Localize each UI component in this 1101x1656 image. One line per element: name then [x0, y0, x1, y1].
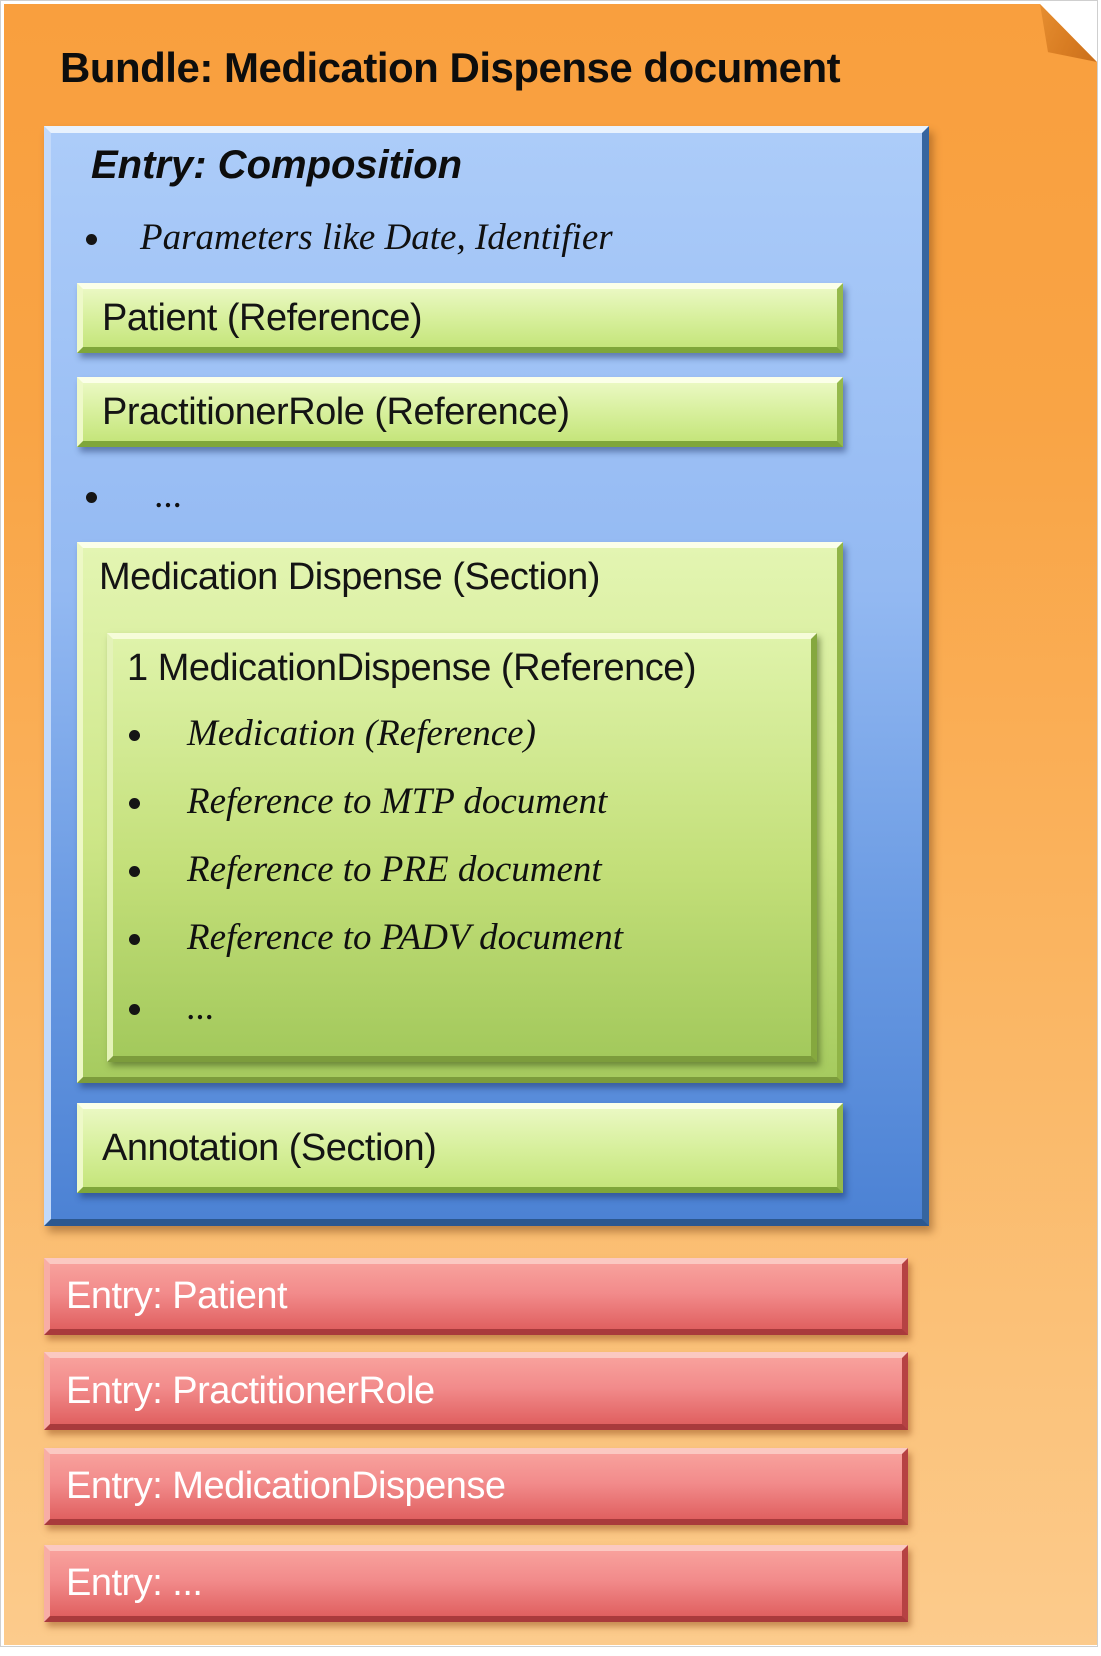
composition-title: Entry: Composition — [91, 143, 463, 187]
patient-reference-label: Patient (Reference) — [102, 296, 422, 339]
bullet-dot-icon — [86, 234, 97, 245]
bullet-text: Medication (Reference) — [187, 713, 536, 754]
entry-patient-bar: Entry: Patient — [44, 1258, 908, 1335]
bullet-text: Reference to MTP document — [187, 781, 608, 822]
dispense-bullet-medication: Medication (Reference) — [129, 713, 536, 756]
document-page: Bundle: Medication Dispense document Ent… — [4, 4, 1097, 1645]
practitionerrole-reference-label: PractitionerRole (Reference) — [102, 390, 570, 433]
bundle-title: Bundle: Medication Dispense document — [60, 44, 841, 91]
bullet-text: Reference to PRE document — [187, 849, 602, 890]
medication-dispense-section-box: Medication Dispense (Section) 1 Medicati… — [77, 542, 843, 1083]
entry-practitionerrole-bar: Entry: PractitionerRole — [44, 1352, 908, 1430]
medicationdispense-reference-title: 1 MedicationDispense (Reference) — [127, 647, 697, 689]
entry-medicationdispense-label: Entry: MedicationDispense — [66, 1465, 506, 1507]
bullet-text: Parameters like Date, Identifier — [140, 217, 613, 258]
annotation-section-bar: Annotation (Section) — [77, 1103, 843, 1193]
bullet-dot-icon — [129, 730, 140, 741]
entry-ellipsis-bar: Entry: ... — [44, 1545, 908, 1622]
composition-entry-box: Entry: Composition Parameters like Date,… — [44, 126, 929, 1226]
bullet-text: Reference to PADV document — [187, 917, 623, 958]
composition-bullet-parameters: Parameters like Date, Identifier — [86, 217, 613, 260]
bullet-dot-icon — [129, 866, 140, 877]
entry-medicationdispense-bar: Entry: MedicationDispense — [44, 1448, 908, 1525]
composition-bullet-ellipsis: ... — [86, 475, 183, 518]
practitionerrole-reference-bar: PractitionerRole (Reference) — [77, 377, 843, 447]
annotation-section-label: Annotation (Section) — [102, 1126, 437, 1169]
bullet-dot-icon — [129, 1004, 140, 1015]
dispense-bullet-padv-reference: Reference to PADV document — [129, 917, 623, 960]
patient-reference-bar: Patient (Reference) — [77, 283, 843, 353]
bullet-dot-icon — [129, 798, 140, 809]
entry-practitionerrole-label: Entry: PractitionerRole — [66, 1369, 435, 1412]
medication-dispense-section-title: Medication Dispense (Section) — [99, 556, 600, 598]
dispense-bullet-mtp-reference: Reference to MTP document — [129, 781, 607, 824]
entry-patient-label: Entry: Patient — [66, 1275, 288, 1317]
bullet-dot-icon — [86, 492, 97, 503]
entry-ellipsis-label: Entry: ... — [66, 1562, 203, 1604]
bullet-text: ... — [187, 987, 215, 1028]
medicationdispense-reference-box: 1 MedicationDispense (Reference) Medicat… — [107, 633, 817, 1062]
dispense-bullet-ellipsis: ... — [129, 987, 215, 1030]
bullet-dot-icon — [129, 934, 140, 945]
dispense-bullet-pre-reference: Reference to PRE document — [129, 849, 602, 892]
bullet-text: ... — [155, 475, 183, 516]
